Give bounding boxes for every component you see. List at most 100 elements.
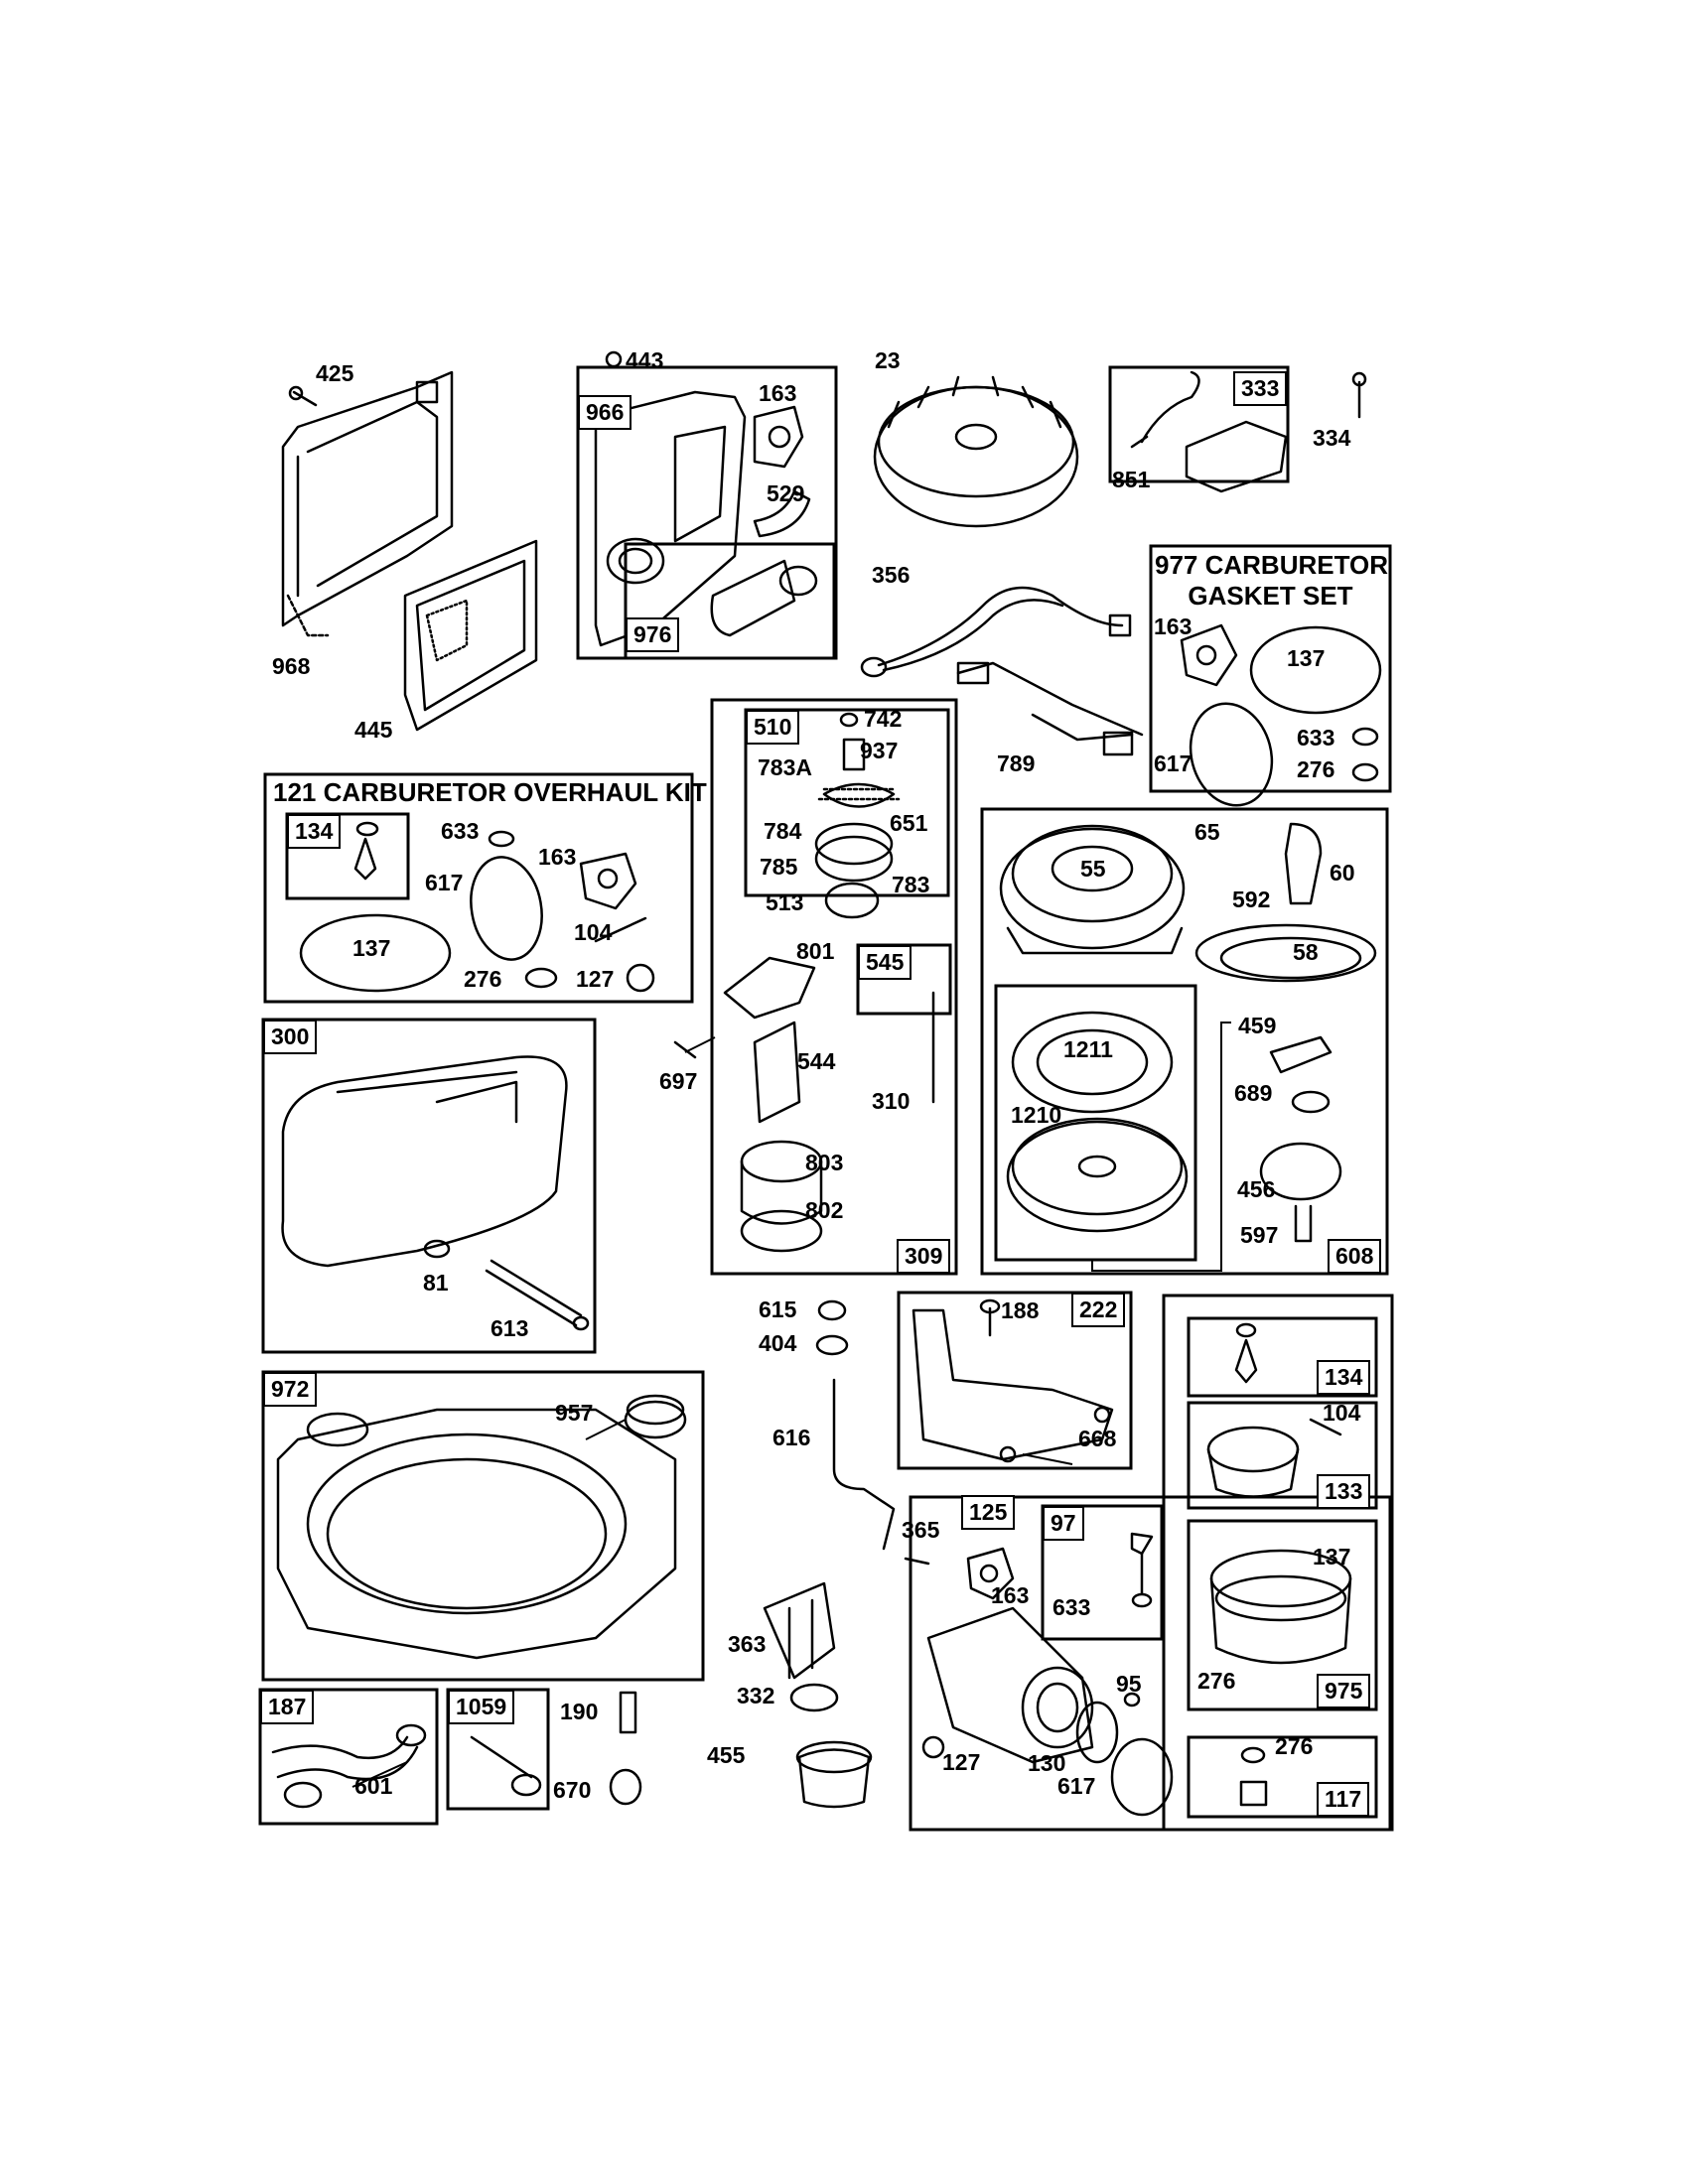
- part-label-617-c: 617: [1057, 1773, 1096, 1799]
- pulley-part: [1006, 1117, 1189, 1233]
- part-label-81: 81: [423, 1270, 449, 1296]
- wire-harness-356-part: [860, 586, 1132, 678]
- part-label-957: 957: [555, 1400, 594, 1426]
- part-label-742: 742: [864, 706, 903, 732]
- part-label-65: 65: [1194, 819, 1220, 845]
- leader-957: [585, 1419, 627, 1440]
- kit-box-1059: 1059: [448, 1690, 515, 1724]
- part-label-104-a: 104: [574, 919, 613, 945]
- fuel-cap-part: [624, 1394, 687, 1439]
- part-label-404: 404: [759, 1330, 797, 1356]
- part-label-789: 789: [997, 751, 1036, 776]
- part-label-445: 445: [354, 717, 393, 743]
- kit-box-333: 333: [1233, 371, 1288, 406]
- kit-frame-1210: [994, 984, 1197, 1262]
- float-133-part: [1206, 1418, 1342, 1498]
- starter-gear-parts: [814, 712, 901, 919]
- kit-frame-117: [1187, 1735, 1378, 1819]
- part-label-968: 968: [272, 653, 311, 679]
- part-label-190: 190: [560, 1699, 599, 1724]
- part-label-332: 332: [737, 1683, 775, 1708]
- kit-frame-972: [261, 1370, 705, 1682]
- recoil-spring-part: [1011, 1011, 1174, 1114]
- kit-title-977-line2: GASKET SET: [1188, 581, 1353, 611]
- kit-frame-187: [258, 1688, 439, 1826]
- governor-parts: [763, 1299, 930, 1809]
- kit-box-966: 966: [578, 395, 632, 430]
- fuel-tank-part: [276, 1408, 677, 1660]
- spacer-670-part: [609, 1768, 642, 1806]
- choke-97-part: [1130, 1532, 1154, 1608]
- part-label-689: 689: [1234, 1080, 1273, 1106]
- part-label-597: 597: [1240, 1222, 1279, 1248]
- recoil-pawl-parts: [1259, 1035, 1342, 1243]
- kit-box-300: 300: [263, 1020, 318, 1054]
- part-label-365: 365: [902, 1517, 940, 1543]
- kit-box-134a: 134: [287, 814, 342, 849]
- flywheel-part: [873, 375, 1079, 528]
- overhaul-kit-parts: [299, 821, 655, 993]
- kit-frame-carb-set: [1162, 1294, 1394, 1832]
- part-label-801: 801: [796, 938, 835, 964]
- part-label-633-a: 633: [1297, 725, 1335, 751]
- part-label-592: 592: [1232, 887, 1271, 912]
- part-label-127-b: 127: [942, 1749, 981, 1775]
- kit-box-125: 125: [961, 1495, 1016, 1530]
- bowl-975-part: [1209, 1549, 1352, 1665]
- wire-harness-789-part: [956, 661, 1144, 756]
- part-label-617-b: 617: [425, 870, 464, 895]
- part-label-163-c: 163: [538, 844, 577, 870]
- kit-frame-222: [897, 1291, 1133, 1470]
- part-label-163-d: 163: [991, 1582, 1030, 1608]
- part-label-60: 60: [1330, 860, 1355, 886]
- part-label-615: 615: [759, 1297, 797, 1322]
- part-label-783: 783: [892, 872, 930, 897]
- part-label-276-d: 276: [1275, 1733, 1314, 1759]
- part-label-456: 456: [1237, 1176, 1276, 1202]
- kit-box-545: 545: [858, 945, 912, 980]
- kit-frame-976: [624, 542, 836, 660]
- kit-box-134b: 134: [1317, 1360, 1371, 1395]
- part-label-163-a: 163: [759, 380, 797, 406]
- leader-601: [351, 1761, 408, 1788]
- recoil-housing-part: [999, 824, 1186, 955]
- gasket-carb-163-part: [966, 1547, 1015, 1600]
- part-label-668: 668: [1078, 1426, 1117, 1451]
- part-label-104-b: 104: [1323, 1400, 1361, 1426]
- part-label-1210: 1210: [1011, 1102, 1062, 1128]
- part-label-697: 697: [659, 1068, 698, 1094]
- part-label-613: 613: [491, 1315, 529, 1341]
- kit-frame-309: [710, 698, 958, 1276]
- starter-handle-part: [1284, 822, 1323, 905]
- screw-425-part: [288, 385, 318, 407]
- throttle-bracket-part: [912, 1308, 1114, 1463]
- part-label-137-b: 137: [352, 935, 391, 961]
- kit-frame-134b: [1187, 1316, 1378, 1398]
- part-label-137-c: 137: [1313, 1544, 1351, 1570]
- gasket-set-parts: [1180, 623, 1382, 807]
- kit-box-975: 975: [1317, 1674, 1371, 1708]
- part-label-127-a: 127: [576, 966, 615, 992]
- part-label-95: 95: [1116, 1671, 1142, 1697]
- muffler-bolt-part: [423, 1239, 590, 1331]
- kit-frame-977: [1149, 544, 1392, 793]
- bolt-190-part: [619, 1691, 637, 1734]
- kit-box-97: 97: [1043, 1506, 1084, 1541]
- part-label-785: 785: [760, 854, 798, 880]
- fuel-line-part: [271, 1723, 427, 1809]
- part-label-529: 529: [767, 480, 805, 506]
- kit-box-309: 309: [897, 1239, 951, 1274]
- part-label-137-a: 137: [1287, 645, 1326, 671]
- part-label-23: 23: [875, 347, 901, 373]
- kit-box-510: 510: [746, 710, 800, 745]
- kit-title-121: 121 CARBURETOR OVERHAUL KIT: [273, 777, 707, 807]
- carburetor-part: [926, 1606, 1094, 1764]
- screw-188-part: [979, 1298, 1001, 1337]
- kit-frame-97: [1041, 1504, 1164, 1641]
- part-label-130: 130: [1028, 1750, 1066, 1776]
- kit-frame-133: [1187, 1401, 1378, 1510]
- kit-box-222: 222: [1071, 1293, 1126, 1327]
- needle-134-part: [1234, 1322, 1258, 1384]
- air-cleaner-base-part: [281, 370, 454, 637]
